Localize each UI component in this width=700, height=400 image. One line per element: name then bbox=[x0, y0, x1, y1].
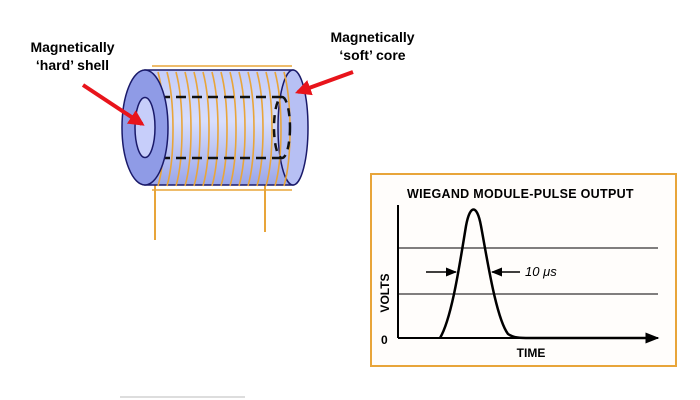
core-end-face bbox=[134, 96, 156, 159]
hard-shell-arrow bbox=[81, 83, 145, 126]
y-axis-label: VOLTS bbox=[378, 273, 392, 312]
soft-core-label-line1: Magnetically bbox=[330, 29, 415, 45]
chart-frame bbox=[370, 173, 677, 367]
hard-shell-label-line2: ‘hard’ shell bbox=[35, 57, 110, 73]
core-far-end bbox=[277, 69, 309, 186]
pulse-chart: WIEGAND MODULE-PULSE OUTPUT 10 μs VOLTS … bbox=[370, 173, 677, 367]
inner-core-far-end bbox=[272, 95, 292, 160]
chart-title: WIEGAND MODULE-PULSE OUTPUT bbox=[407, 187, 634, 201]
soft-core-label-line2: ‘soft’ core bbox=[339, 47, 406, 63]
x-axis-label: TIME bbox=[517, 346, 546, 360]
soft-core-label: Magnetically ‘soft’ core bbox=[300, 28, 445, 64]
soft-core-arrow bbox=[294, 70, 354, 96]
pulse-curve bbox=[438, 208, 652, 340]
pulse-width-label: 10 μs bbox=[525, 264, 557, 279]
hard-shell-label-line1: Magnetically bbox=[30, 39, 115, 55]
hard-shell-label: Magnetically ‘hard’ shell bbox=[10, 38, 135, 74]
coil-windings bbox=[152, 65, 292, 191]
origin-label: 0 bbox=[381, 333, 388, 347]
wiegand-coil-illustration bbox=[121, 65, 309, 240]
